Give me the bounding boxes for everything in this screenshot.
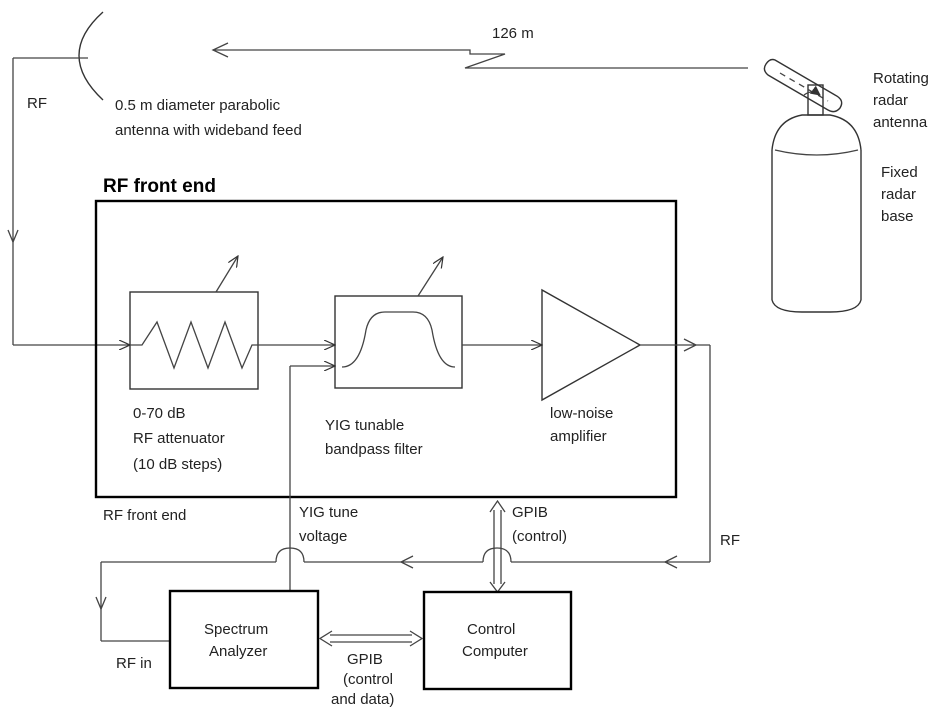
rf-return-arrow-right [663,555,678,569]
front-end-caption: RF front end [103,507,186,524]
control-computer-label-1: Control [467,621,515,638]
attenuator-label-3: (10 dB steps) [133,456,222,473]
rf-attenuator [129,256,259,390]
spectrum-analyzer-box [168,589,320,690]
gpib-data-label-2: (control [343,671,393,688]
distance-label: 126 m [492,25,534,42]
gpib-control-connector [489,499,506,594]
rf-in-down-arrow [95,596,107,611]
rf-feed-down-arrow [7,229,19,244]
control-computer-label-2: Computer [462,643,528,660]
rotating-radar-label-1: Rotating [873,70,929,87]
rf-return-gpib-hop [482,547,512,563]
yig-tune-label-2: voltage [299,528,347,545]
signal-path-arrow [213,49,748,69]
rotating-radar-label-3: antenna [873,114,928,131]
filter-label-1: YIG tunable [325,417,404,434]
spectrum-analyzer-label-1: Spectrum [204,621,268,638]
gpib-data-connector [318,630,424,647]
front-end-box [94,199,678,499]
attenuator-label-1: 0-70 dB [133,405,186,422]
rf-return-arrow-mid [399,555,414,569]
fixed-base-label-1: Fixed [881,164,918,181]
amplifier-label-1: low-noise [550,405,613,422]
spectrum-analyzer-label-2: Analyzer [209,643,267,660]
front-end-title: RF front end [103,176,216,197]
rf-in-label: RF in [116,655,152,672]
rotating-radar-label-2: radar [873,92,908,109]
fixed-base-label-2: radar [881,186,916,203]
filter-label-2: bandpass filter [325,441,423,458]
rf-out-label: RF [27,95,47,112]
gpib-data-label-3: and data) [331,691,394,708]
parabolic-antenna [78,11,104,101]
control-computer-box [422,590,573,691]
attenuator-label-2: RF attenuator [133,430,225,447]
signal-arrowhead [211,42,229,58]
gpib-control-label-2: (control) [512,528,567,545]
fixed-base-label-3: base [881,208,914,225]
yig-tune-label-1: YIG tune [299,504,358,521]
yig-bandpass-filter [334,257,463,389]
antenna-label-line2: antenna with wideband feed [115,122,302,139]
radar-tower [763,58,862,313]
gpib-data-label-1: GPIB [347,651,383,668]
rf-return-label: RF [720,532,740,549]
gpib-control-label-1: GPIB [512,504,548,521]
amplifier-label-2: amplifier [550,428,607,445]
amplifier-output-arrow [683,338,698,352]
low-noise-amplifier [541,288,642,402]
antenna-label-line1: 0.5 m diameter parabolic [115,97,281,114]
